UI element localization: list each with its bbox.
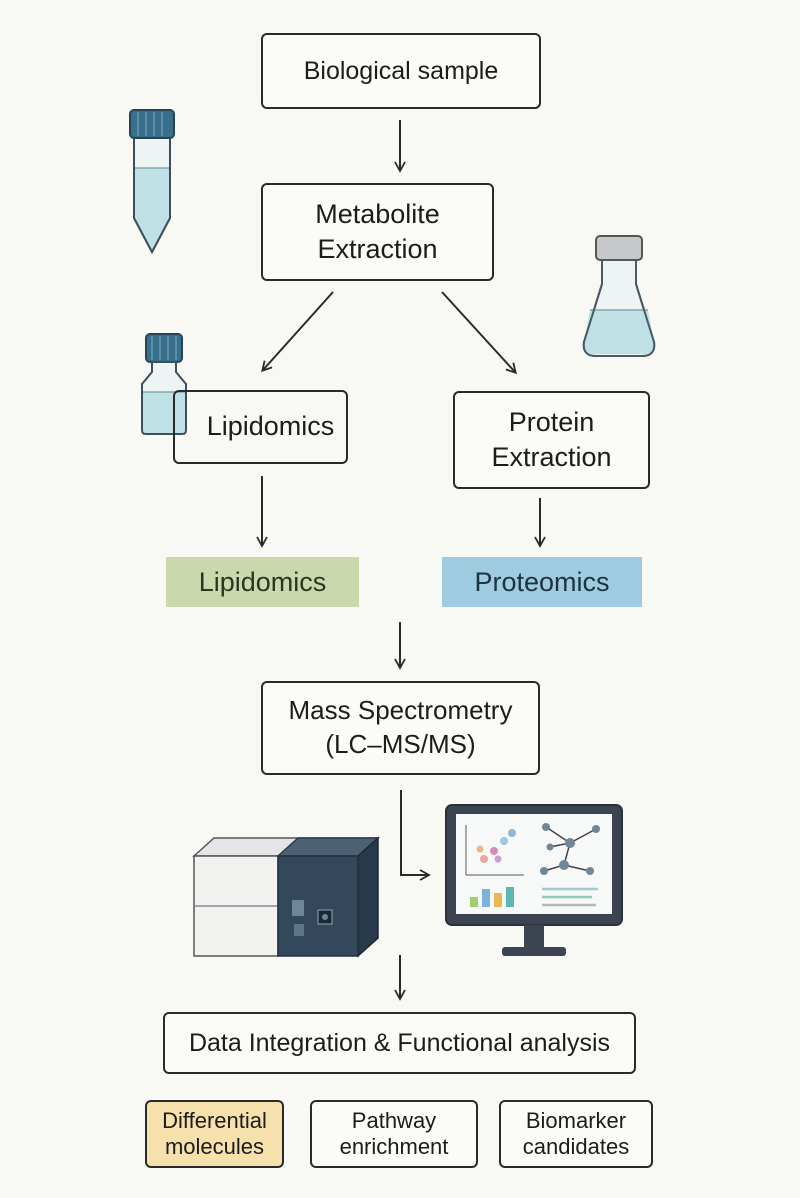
biological-sample-label: Biological sample — [303, 56, 499, 85]
arrow-metabolite-to-lipidomics — [261, 291, 334, 373]
lipidomics-box: Lipidomics — [173, 390, 348, 464]
test-tube-icon — [129, 109, 175, 255]
arrow-metabolite-to-protein — [441, 291, 517, 375]
protein-extraction-line2: Extraction — [491, 442, 612, 472]
output-differential-line1: Differential — [162, 1107, 267, 1133]
output-biomarker-candidates: Biomarker candidates — [499, 1100, 653, 1168]
proteomics-tag-label: Proteomics — [474, 566, 610, 597]
output-differential-line2: molecules — [164, 1134, 265, 1159]
mass-spectrometry-line1: Mass Spectrometry — [288, 695, 513, 726]
output-pathway-enrichment: Pathway enrichment — [310, 1100, 478, 1168]
metabolite-extraction-box: Metabolite Extraction — [261, 183, 494, 281]
monitor-dashboard-icon — [445, 804, 623, 956]
output-biomarker-line1: Biomarker — [525, 1107, 627, 1133]
data-integration-box: Data Integration & Functional analysis — [163, 1012, 636, 1074]
metabolite-extraction-line2: Extraction — [317, 234, 438, 264]
protein-extraction-box: Protein Extraction — [453, 391, 650, 489]
mass-spectrometry-box: Mass Spectrometry (LC–MS/MS) — [261, 681, 540, 775]
output-pathway-line1: Pathway — [351, 1107, 437, 1133]
mass-spectrometry-line2: (LC–MS/MS) — [325, 729, 476, 759]
lipidomics-tag: Lipidomics — [166, 557, 359, 607]
proteomics-tag: Proteomics — [442, 557, 642, 607]
biological-sample-box: Biological sample — [261, 33, 541, 109]
arrow-ms-to-monitor — [400, 790, 431, 881]
output-pathway-line2: enrichment — [339, 1134, 449, 1159]
mass-spectrometer-icon — [192, 836, 380, 958]
lipidomics-tag-label: Lipidomics — [198, 566, 327, 597]
output-differential-molecules: Differential molecules — [145, 1100, 284, 1168]
metabolite-extraction-line1: Metabolite — [315, 198, 440, 229]
output-biomarker-line2: candidates — [522, 1134, 630, 1159]
data-integration-label: Data Integration & Functional analysis — [188, 1028, 611, 1057]
flask-icon — [582, 235, 656, 357]
lipidomics-box-label: Lipidomics — [206, 411, 335, 442]
protein-extraction-line1: Protein — [508, 406, 595, 437]
